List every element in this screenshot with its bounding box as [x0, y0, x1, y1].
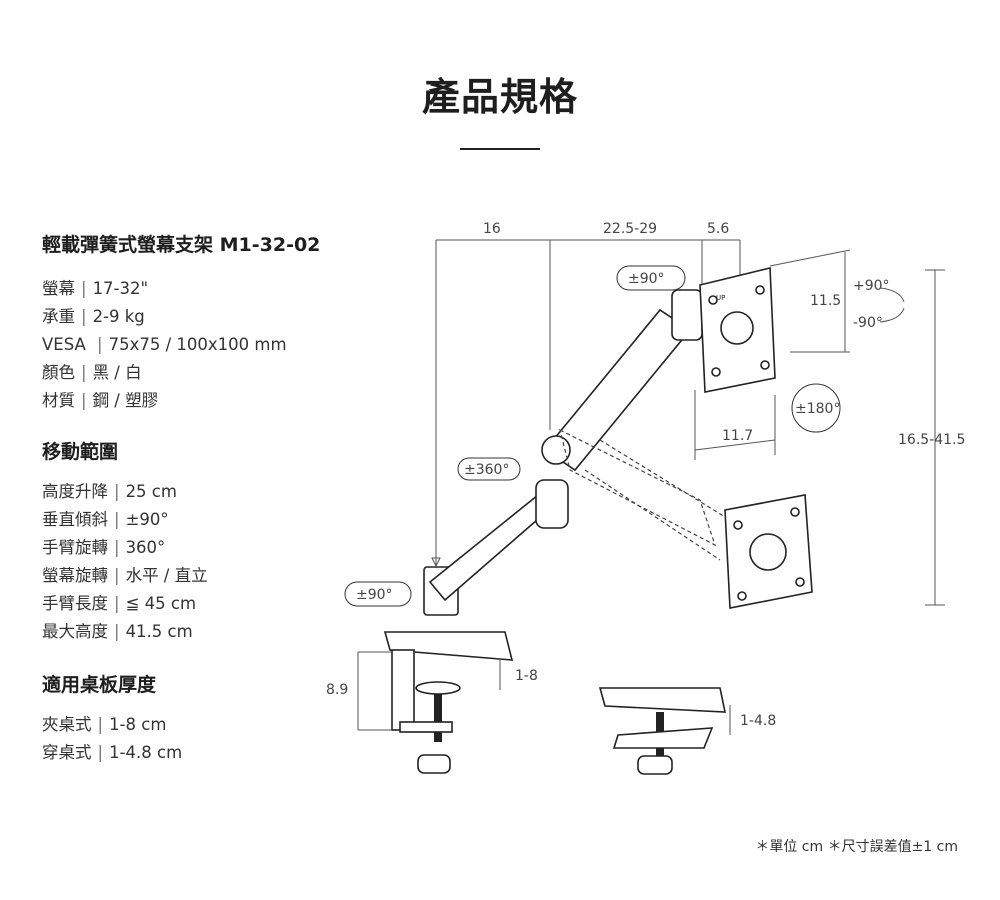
spec-separator: |	[97, 715, 104, 734]
footnote: ＊單位 cm ＊尺寸誤差值±1 cm	[755, 839, 958, 855]
desk-spec-list: 夾桌式 | 1-8 cm 穿桌式 | 1-4.8 cm	[42, 711, 362, 767]
svg-text:±180°: ±180°	[795, 401, 840, 417]
rot-arm-badge: ±360°	[457, 457, 521, 481]
vesa-dimension-lines	[694, 249, 851, 460]
motion-spec-row: 螢幕旋轉 | 水平 / 直立	[42, 562, 362, 590]
spec-label: 穿桌式	[42, 743, 92, 762]
spec-separator: |	[114, 622, 120, 641]
spec-value: 黑 / 白	[92, 363, 142, 382]
tilt-down-label: -90°	[853, 315, 883, 331]
vesa-plate-upright: UP	[699, 266, 776, 393]
product-spec-row: VESA | 75x75 / 100x100 mm	[42, 331, 362, 359]
spec-separator: |	[114, 538, 120, 557]
monitor-arm	[423, 289, 703, 616]
rot-base-badge: ±90°	[344, 581, 412, 607]
spec-value: 25 cm	[125, 482, 177, 501]
dim-clamp-range: 1-8	[515, 668, 538, 684]
motion-spec-list: 高度升降 | 25 cm 垂直傾斜 | ±90° 手臂旋轉 | 360° 螢幕旋轉 | 水平 / 直立…	[42, 478, 362, 646]
spec-label: 螢幕旋轉	[42, 566, 108, 585]
spec-separator: |	[81, 363, 87, 382]
svg-text:±360°: ±360°	[464, 462, 509, 478]
dim-clamp-height: 8.9	[326, 682, 348, 698]
spec-label: 手臂旋轉	[42, 538, 108, 557]
product-spec-row: 承重 | 2-9 kg	[42, 303, 362, 331]
product-spec-row: 顏色 | 黑 / 白	[42, 359, 362, 387]
tilt-up-arrow	[879, 287, 905, 303]
spec-separator: |	[81, 307, 87, 326]
svg-text:±90°: ±90°	[356, 587, 393, 603]
product-spec-row: 材質 | 鋼 / 塑膠	[42, 387, 362, 415]
spec-label: 承重	[42, 307, 75, 326]
spec-label: VESA	[42, 335, 92, 354]
desk-spec-row: 夾桌式 | 1-8 cm	[42, 711, 362, 739]
spec-label: 手臂長度	[42, 594, 108, 613]
motion-spec-row: 最大高度 | 41.5 cm	[42, 618, 362, 646]
spec-value: 鋼 / 塑膠	[92, 391, 159, 410]
top-dimension-lines	[431, 239, 741, 570]
spec-value: 1-8 cm	[109, 715, 167, 734]
dim-top-1: 16	[483, 221, 501, 237]
dim-total-height: 16.5-41.5	[898, 432, 965, 448]
spec-label: 垂直傾斜	[42, 510, 108, 529]
spec-separator: |	[114, 482, 120, 501]
motion-spec-row: 高度升降 | 25 cm	[42, 478, 362, 506]
dim-grommet-range: 1-4.8	[740, 713, 776, 729]
dim-vesa-height: 11.5	[810, 293, 841, 309]
spec-label: 最大高度	[42, 622, 108, 641]
arm-ghost	[559, 428, 731, 561]
spec-value: ≦ 45 cm	[125, 594, 197, 613]
rot-head-badge: ±90°	[616, 265, 686, 291]
dim-top-3: 5.6	[707, 221, 729, 237]
spec-value: ±90°	[125, 510, 169, 529]
motion-spec-row: 手臂長度 | ≦ 45 cm	[42, 590, 362, 618]
spec-value: 41.5 cm	[125, 622, 193, 641]
motion-spec-row: 手臂旋轉 | 360°	[42, 534, 362, 562]
desk-spec-row: 穿桌式 | 1-4.8 cm	[42, 739, 362, 767]
spec-separator: |	[114, 566, 120, 585]
spec-value: 2-9 kg	[92, 307, 145, 326]
spec-label: 螢幕	[42, 279, 75, 298]
vesa-plate-lowered	[724, 494, 813, 609]
spec-value: 360°	[125, 538, 166, 557]
grommet-mount	[598, 687, 726, 775]
tilt-down-arrow	[879, 307, 905, 323]
spec-label: 夾桌式	[42, 715, 92, 734]
spec-separator: |	[81, 279, 87, 298]
product-spec-row: 螢幕 | 17-32"	[42, 275, 362, 303]
page-title: 產品規格	[421, 75, 578, 119]
spec-value: 75x75 / 100x100 mm	[108, 335, 287, 354]
tilt-up-label: +90°	[853, 278, 890, 294]
spec-value: 1-4.8 cm	[109, 743, 183, 762]
total-height-line	[925, 269, 945, 606]
vesa-up-mark: UP	[716, 294, 725, 302]
motion-spec-row: 垂直傾斜 | ±90°	[42, 506, 362, 534]
product-title: 輕載彈簧式螢幕支架 M1-32-02	[42, 234, 321, 256]
spec-label: 材質	[42, 391, 75, 410]
svg-text:±90°: ±90°	[628, 271, 665, 287]
desk-section-title: 適用桌板厚度	[42, 674, 157, 696]
spec-label: 高度升降	[42, 482, 108, 501]
spec-value: 17-32"	[92, 279, 149, 298]
clamp-mount	[383, 631, 514, 774]
spec-label: 顏色	[42, 363, 75, 382]
spec-separator: |	[97, 743, 104, 762]
spec-separator: |	[81, 391, 87, 410]
motion-section-title: 移動範圍	[42, 441, 119, 463]
spec-separator: |	[114, 594, 120, 613]
spec-separator: |	[97, 335, 103, 354]
dim-top-2: 22.5-29	[603, 221, 657, 237]
dim-vesa-width: 11.7	[722, 428, 753, 444]
rot-panel-badge: ±180°	[791, 383, 841, 433]
title-underline	[460, 148, 540, 150]
spec-separator: |	[114, 510, 120, 529]
spec-value: 水平 / 直立	[125, 566, 208, 585]
